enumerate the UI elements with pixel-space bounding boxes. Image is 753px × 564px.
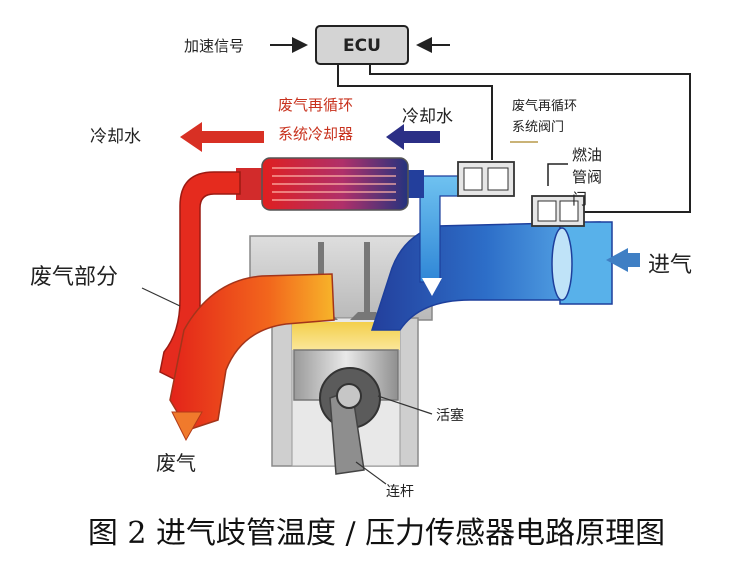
diagram-canvas: 加速信号 ECU 冷却水 冷却水 废气再循环 系统冷却器 废气再循环 系统阀门 … [30, 25, 692, 500]
intake-valve-stem [364, 242, 370, 318]
coolant-arrows [180, 122, 440, 152]
exhaust-riser [159, 171, 241, 381]
wire-egr-valve [337, 64, 493, 160]
label-coolant-right: 冷却水 [402, 107, 453, 127]
label-coolant-left: 冷却水 [90, 127, 141, 147]
intake-arrowhead [606, 248, 628, 272]
coolant-in-bar [400, 131, 440, 143]
leader-rod [355, 461, 387, 485]
label-piston: 活塞 [436, 407, 464, 424]
valves [457, 161, 585, 227]
label-ecu: ECU [343, 36, 381, 56]
ecu-box [315, 25, 409, 65]
egr-flow-arrow [422, 278, 442, 296]
cooler-fins [272, 167, 396, 201]
label-egr-cooler-1: 废气再循环 [278, 96, 353, 114]
leader-exhaust-part [141, 287, 181, 307]
ecu-wiring [270, 25, 691, 213]
label-connecting-rod: 连杆 [386, 484, 414, 500]
label-egr-cooler-2: 系统冷却器 [278, 125, 353, 143]
wire-throttle [369, 64, 691, 213]
throttle-valve-left [537, 200, 557, 222]
leader-piston [377, 395, 433, 415]
coolant-out-bar-2 [236, 131, 256, 143]
throttle-plate [551, 227, 573, 301]
cooler-right-cap [404, 170, 424, 198]
wire-throttle-label [547, 163, 568, 186]
label-exhaust: 废气 [156, 451, 196, 475]
coolant-in-arrowhead [386, 124, 404, 150]
exhaust-path [159, 171, 335, 442]
egr-valve-left [463, 167, 483, 191]
egr-cooler [236, 157, 424, 211]
intake-arrow-bar [626, 253, 640, 267]
intake-path [370, 175, 640, 331]
label-throttle-1: 燃油 [572, 146, 602, 164]
coolant-out-arrowhead [180, 122, 202, 152]
label-exhaust-part: 废气部分 [30, 265, 118, 290]
leader-lines [141, 287, 433, 485]
label-egr-valve-1: 废气再循环 [512, 98, 577, 114]
exhaust-manifold [169, 273, 335, 431]
coolant-out-bar-3 [196, 131, 216, 143]
exhaust-out-arrowhead [171, 411, 203, 442]
label-throttle-3: 门 [572, 190, 587, 208]
egr-valve-right [487, 167, 509, 191]
throttle-valve-right [559, 200, 579, 222]
label-accel-signal: 加速信号 [184, 37, 244, 55]
figure-caption: 图 2 进气歧管温度 / 压力传感器电路原理图 [87, 516, 666, 551]
label-intake: 进气 [648, 253, 692, 278]
label-throttle-2: 管阀 [572, 168, 602, 186]
label-egr-valve-2: 系统阀门 [512, 120, 564, 135]
wrist-pin [336, 383, 362, 409]
